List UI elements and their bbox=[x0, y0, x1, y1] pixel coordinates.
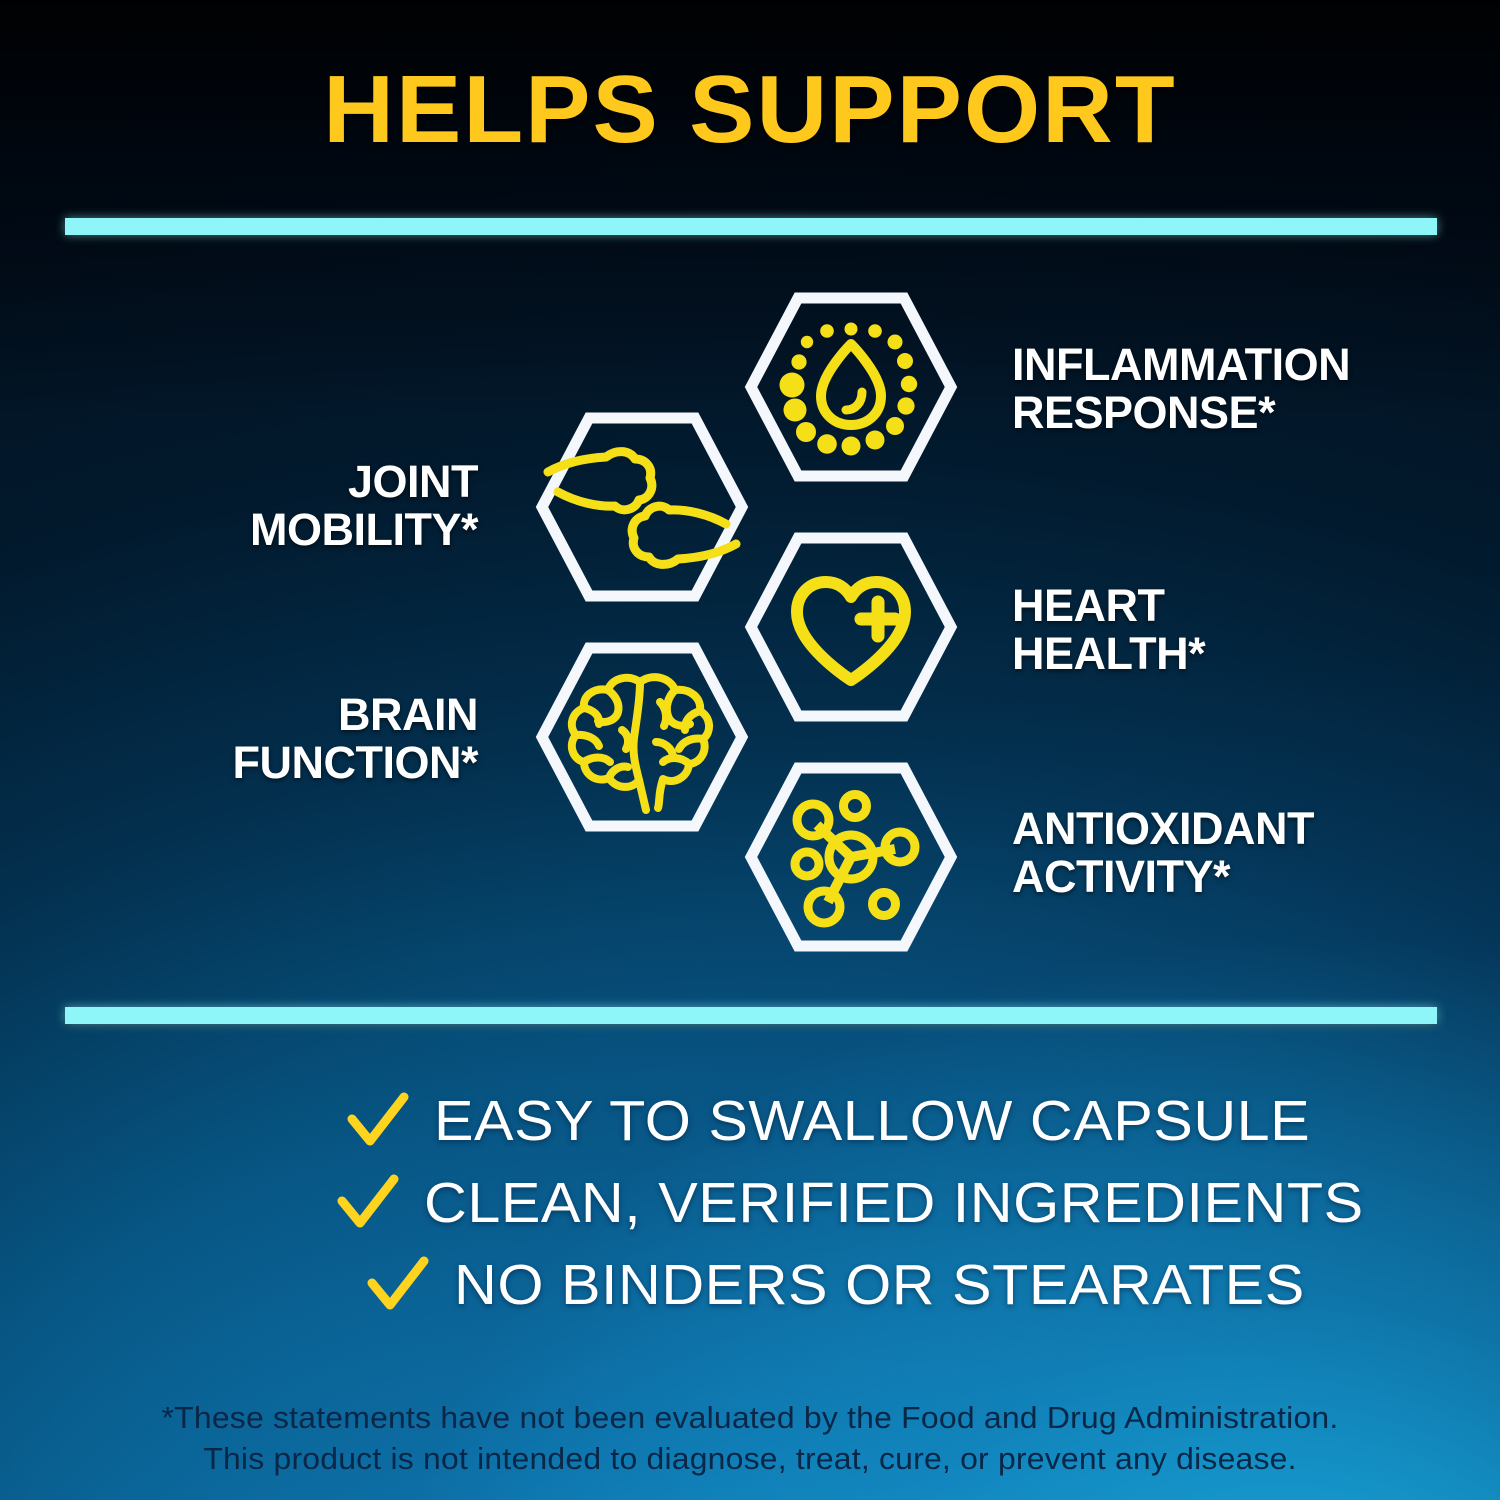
hexagon-outline bbox=[744, 532, 958, 722]
benefit-label-heart: HEART HEALTH* bbox=[1012, 580, 1206, 679]
bone-joint-icon bbox=[543, 447, 741, 569]
feature-label: CLEAN, VERIFIED INGREDIENTS bbox=[424, 1170, 1364, 1235]
disclaimer-line-2: This product is not intended to diagnose… bbox=[203, 1440, 1297, 1476]
molecule-icon bbox=[790, 790, 920, 928]
feature-label: EASY TO SWALLOW CAPSULE bbox=[434, 1088, 1311, 1153]
benefit-hex-inflammation[interactable] bbox=[744, 292, 958, 482]
check-icon bbox=[366, 1253, 430, 1317]
benefit-label-inflammation: INFLAMMATION RESPONSE* bbox=[1012, 339, 1351, 438]
hexagon-outline bbox=[535, 642, 749, 832]
benefit-hex-joint[interactable] bbox=[535, 412, 749, 602]
divider-top bbox=[65, 218, 1437, 235]
feature-item: NO BINDERS OR STEARATES bbox=[0, 1249, 1500, 1321]
feature-checklist: EASY TO SWALLOW CAPSULE CLEAN, VERIFIED … bbox=[0, 1085, 1500, 1331]
heart-plus-icon bbox=[791, 576, 911, 686]
hexagon-outline bbox=[744, 762, 958, 952]
brain-icon bbox=[567, 673, 713, 814]
droplet-inflammation-icon bbox=[779, 322, 918, 456]
benefit-label-joint: JOINT MOBILITY* bbox=[250, 456, 479, 555]
check-icon bbox=[336, 1171, 400, 1235]
benefit-hex-heart[interactable] bbox=[744, 532, 958, 722]
benefit-hexagon-cluster bbox=[0, 270, 1500, 970]
check-icon bbox=[346, 1089, 410, 1153]
feature-item: EASY TO SWALLOW CAPSULE bbox=[0, 1085, 1500, 1157]
hexagon-outline bbox=[535, 412, 749, 602]
page-title: HELPS SUPPORT bbox=[323, 56, 1177, 163]
feature-label: NO BINDERS OR STEARATES bbox=[454, 1252, 1305, 1317]
benefit-label-brain: BRAIN FUNCTION* bbox=[232, 689, 479, 788]
hexagon-outline bbox=[744, 292, 958, 482]
benefit-hex-antioxidant[interactable] bbox=[744, 762, 958, 952]
feature-item: CLEAN, VERIFIED INGREDIENTS bbox=[0, 1167, 1500, 1239]
benefit-label-antioxidant: ANTIOXIDANT ACTIVITY* bbox=[1012, 803, 1315, 902]
divider-bottom bbox=[65, 1007, 1437, 1024]
benefit-hex-brain[interactable] bbox=[535, 642, 749, 832]
disclaimer-line-1: *These statements have not been evaluate… bbox=[161, 1400, 1339, 1435]
disclaimer: *These statements have not been evaluate… bbox=[0, 1398, 1500, 1480]
